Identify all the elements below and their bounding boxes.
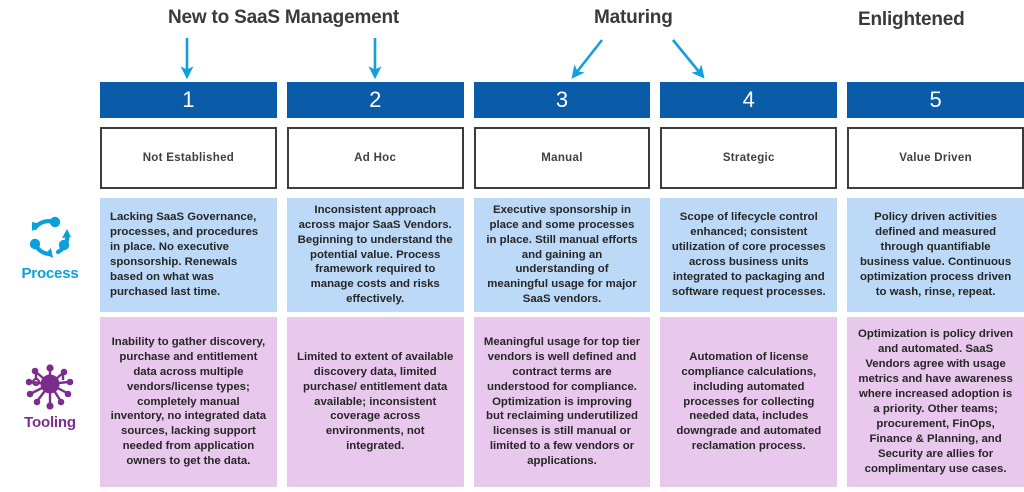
stage-name-1: Not Established: [100, 127, 277, 189]
tooling-cell-1: Inability to gather discovery, purchase …: [100, 317, 277, 487]
stage-name-2: Ad Hoc: [286, 127, 464, 189]
column-number-4: 4: [660, 82, 838, 118]
process-cell-1: Lacking SaaS Governance, processes, and …: [100, 198, 277, 312]
process-cell-5: Policy driven activities defined and mea…: [847, 198, 1024, 312]
column-number-1: 1: [100, 82, 277, 118]
stage-name-4: Strategic: [660, 127, 838, 189]
column-number-5: 5: [847, 82, 1024, 118]
row-label-process-text: Process: [21, 265, 79, 282]
phase-label-maturing: Maturing: [594, 7, 673, 28]
column-1: 1 Not Established Lacking SaaS Governanc…: [100, 82, 277, 487]
tooling-cell-4: Automation of license compliance calcula…: [660, 317, 838, 487]
tooling-network-icon: [25, 364, 74, 410]
arrow-to-column-4: [671, 39, 705, 79]
tooling-cell-2: Limited to extent of available discovery…: [286, 317, 464, 487]
process-cycle-icon: [29, 216, 71, 258]
tooling-cell-3: Meaningful usage for top tier vendors is…: [473, 317, 651, 487]
arrow-to-column-3: [571, 39, 604, 79]
column-4: 4 Strategic Scope of lifecycle control e…: [660, 82, 838, 487]
column-2: 2 Ad Hoc Inconsistent approach across ma…: [286, 82, 464, 487]
row-label-process: Process: [0, 213, 100, 282]
column-3: 3 Manual Executive sponsorship in place …: [473, 82, 651, 487]
column-number-2: 2: [286, 82, 464, 118]
maturity-grid: 1 Not Established Lacking SaaS Governanc…: [100, 82, 1024, 487]
tooling-cell-5: Optimization is policy driven and automa…: [847, 317, 1024, 487]
column-number-3: 3: [473, 82, 651, 118]
process-cell-3: Executive sponsorship in place and some …: [473, 198, 651, 312]
row-label-tooling-text: Tooling: [24, 414, 76, 431]
row-label-tooling: Tooling: [0, 362, 100, 431]
column-5: 5 Value Driven Policy driven activities …: [847, 82, 1024, 487]
process-cell-2: Inconsistent approach across major SaaS …: [286, 198, 464, 312]
stage-name-5: Value Driven: [847, 127, 1024, 189]
process-cell-4: Scope of lifecycle control enhanced; con…: [660, 198, 838, 312]
phase-label-enlightened: Enlightened: [858, 9, 965, 30]
stage-name-3: Manual: [473, 127, 651, 189]
phase-label-new-to-saas-management: New to SaaS Management: [168, 7, 400, 28]
